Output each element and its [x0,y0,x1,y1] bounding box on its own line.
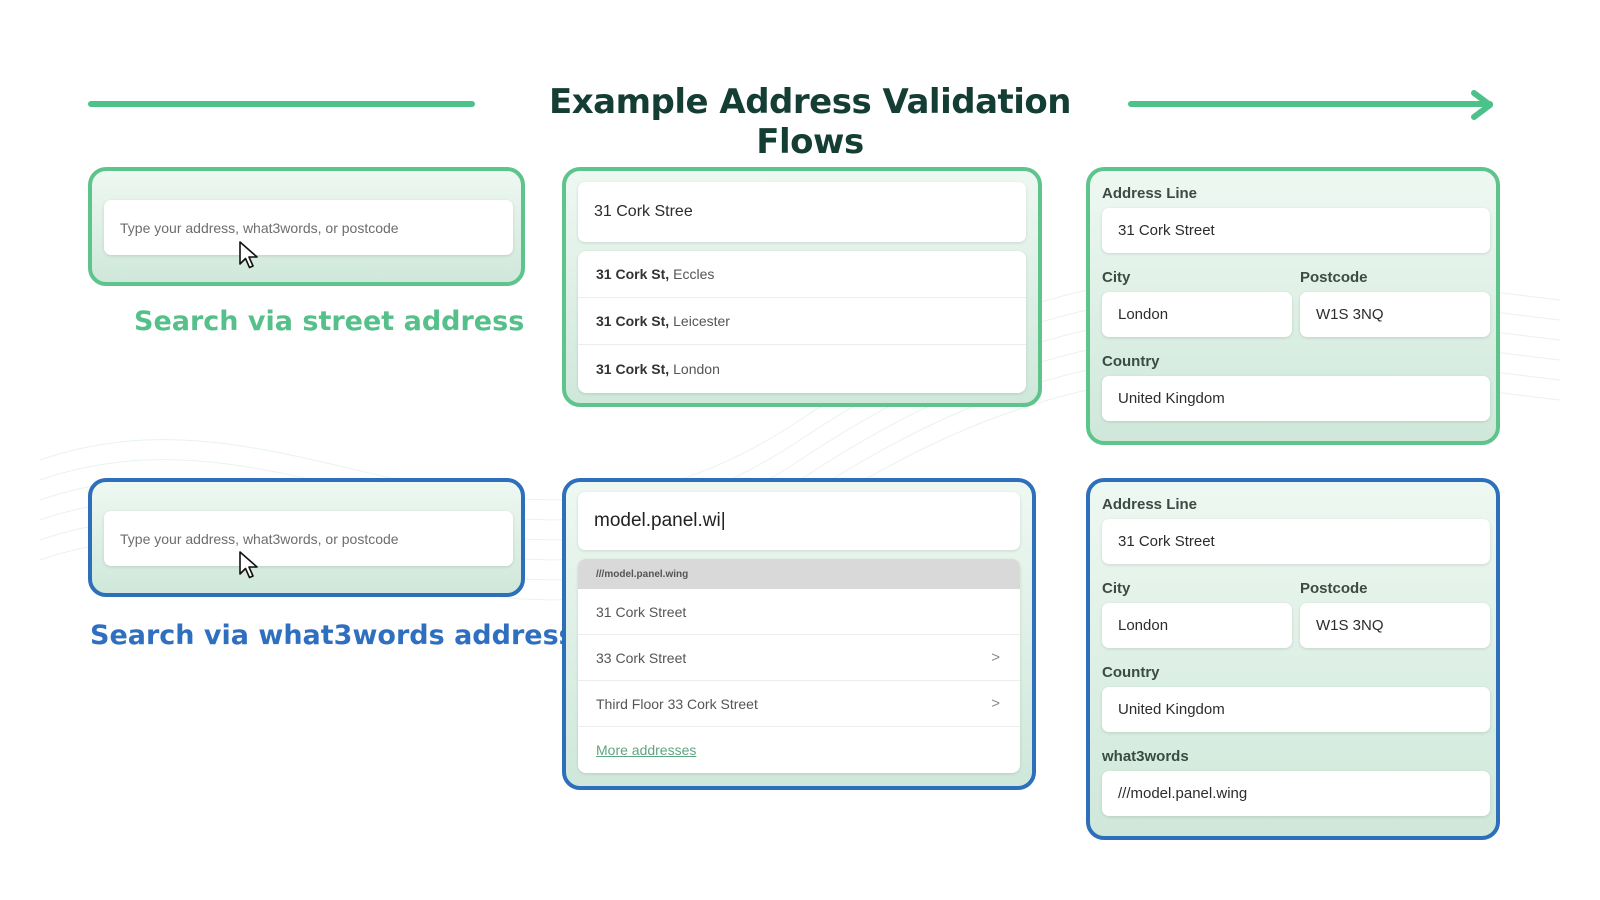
what3words-label: what3words [1102,748,1189,765]
country-field[interactable]: United Kingdom [1102,376,1490,421]
street-suggest-card: 31 Cork Stree 31 Cork St, Eccles 31 Cork… [562,167,1042,407]
country-value: United Kingdom [1118,390,1225,407]
address-line-label: Address Line [1102,496,1198,513]
suggestion-text: 31 Cork Street [596,603,687,620]
suggestion-item[interactable]: 33 Cork Street > [578,635,1020,681]
city-value: London [1118,617,1169,634]
suggestion-item[interactable]: Third Floor 33 Cork Street > [578,681,1020,727]
search-placeholder: Type your address, what3words, or postco… [120,530,399,547]
country-label: Country [1102,664,1160,681]
street-caption: Search via street address [134,306,525,337]
w3w-typed-input[interactable]: model.panel.wi| [578,492,1020,550]
postcode-value: W1S 3NQ [1316,306,1384,323]
suggestion-item[interactable]: 31 Cork Street [578,589,1020,635]
street-search-input[interactable]: Type your address, what3words, or postco… [104,200,513,255]
mouse-pointer-icon [239,241,258,269]
w3w-header-text: ///model.panel.wing [596,568,689,580]
city-field[interactable]: London [1102,292,1292,337]
title-line-left [88,101,475,107]
typed-text: model.panel.wi| [594,510,726,531]
w3w-address-form: Address Line 31 Cork Street City Postcod… [1086,478,1500,840]
country-value: United Kingdom [1118,701,1225,718]
address-line-value: 31 Cork Street [1118,222,1215,239]
arrow-right-icon [1471,90,1493,120]
mouse-pointer-icon [239,551,258,579]
postcode-value: W1S 3NQ [1316,617,1384,634]
suggestion-item[interactable]: 31 Cork St, Leicester [578,298,1026,345]
typed-text: 31 Cork Stree [594,203,693,220]
w3w-search-card: Type your address, what3words, or postco… [88,478,525,597]
w3w-search-input[interactable]: Type your address, what3words, or postco… [104,511,513,566]
w3w-header: ///model.panel.wing [578,559,1020,589]
country-label: Country [1102,353,1160,370]
suggestion-text: 33 Cork Street [596,649,687,666]
suggestion-rest: Leicester [673,313,730,329]
chevron-right-icon: > [991,649,1000,666]
city-field[interactable]: London [1102,603,1292,648]
suggestion-bold: 31 Cork St, [596,361,670,377]
search-placeholder: Type your address, what3words, or postco… [120,219,399,236]
suggestion-text: Third Floor 33 Cork Street [596,695,758,712]
suggestion-bold: 31 Cork St, [596,313,670,329]
address-line-field[interactable]: 31 Cork Street [1102,519,1490,564]
suggestion-bold: 31 Cork St, [596,266,670,282]
more-addresses-link[interactable]: More addresses [578,727,1020,773]
street-address-form: Address Line 31 Cork Street City Postcod… [1086,167,1500,445]
suggestion-rest: London [673,361,720,377]
street-suggestion-list: 31 Cork St, Eccles 31 Cork St, Leicester… [578,251,1026,393]
suggestion-item[interactable]: 31 Cork St, Eccles [578,251,1026,298]
w3w-caption: Search via what3words address [90,620,575,651]
street-typed-input[interactable]: 31 Cork Stree [578,182,1026,242]
page-title: Example Address Validation Flows [548,82,1072,162]
address-line-label: Address Line [1102,185,1198,202]
suggestion-item[interactable]: 31 Cork St, London [578,345,1026,393]
suggestion-rest: Eccles [673,266,715,282]
street-search-card: Type your address, what3words, or postco… [88,167,525,286]
chevron-right-icon: > [991,695,1000,712]
address-line-value: 31 Cork Street [1118,533,1215,550]
country-field[interactable]: United Kingdom [1102,687,1490,732]
what3words-field[interactable]: ///model.panel.wing [1102,771,1490,816]
postcode-label: Postcode [1300,269,1368,286]
address-line-field[interactable]: 31 Cork Street [1102,208,1490,253]
w3w-suggestion-list: ///model.panel.wing 31 Cork Street 33 Co… [578,559,1020,773]
title-line-right [1128,101,1493,107]
city-value: London [1118,306,1169,323]
postcode-field[interactable]: W1S 3NQ [1300,603,1490,648]
postcode-field[interactable]: W1S 3NQ [1300,292,1490,337]
w3w-suggest-card: model.panel.wi| ///model.panel.wing 31 C… [562,478,1036,790]
city-label: City [1102,269,1131,286]
more-addresses-text: More addresses [596,742,697,758]
postcode-label: Postcode [1300,580,1368,597]
city-label: City [1102,580,1131,597]
what3words-value: ///model.panel.wing [1118,785,1248,802]
